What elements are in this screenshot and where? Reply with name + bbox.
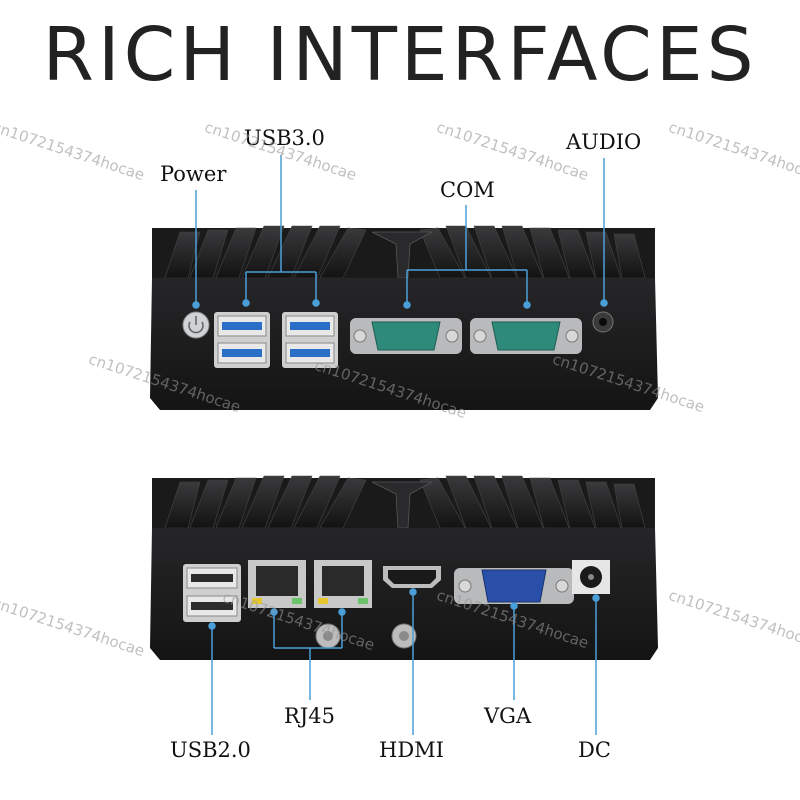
label-rj45: RJ45: [284, 704, 335, 728]
com-port-2: [470, 318, 582, 354]
label-usb2: USB2.0: [170, 738, 251, 762]
label-power: Power: [160, 162, 227, 186]
heatsink-fins-top: [152, 225, 655, 280]
dc-jack: [572, 560, 610, 594]
usb3-ports-left: [214, 312, 270, 368]
power-icon: [188, 321, 204, 334]
page-title: RICH INTERFACES: [42, 12, 758, 98]
heatsink-fins-bottom: [152, 475, 655, 530]
label-com: COM: [440, 178, 495, 202]
hdmi-port: [383, 566, 441, 588]
rj45-port-1: [248, 560, 306, 608]
vga-port: [454, 568, 574, 604]
label-audio: AUDIO: [566, 130, 642, 154]
usb2-ports: [183, 564, 241, 622]
com-port-1: [350, 318, 462, 354]
callouts-top: [192, 155, 608, 309]
rear-panel-device: [150, 475, 658, 660]
usb3-ports-right: [282, 312, 338, 368]
label-dc: DC: [578, 738, 611, 762]
front-panel-device: [150, 225, 658, 410]
label-usb3: USB3.0: [244, 126, 325, 150]
callouts-bottom: [208, 588, 600, 735]
label-vga: VGA: [484, 704, 532, 728]
label-hdmi: HDMI: [379, 738, 444, 762]
rj45-port-2: [314, 560, 372, 608]
